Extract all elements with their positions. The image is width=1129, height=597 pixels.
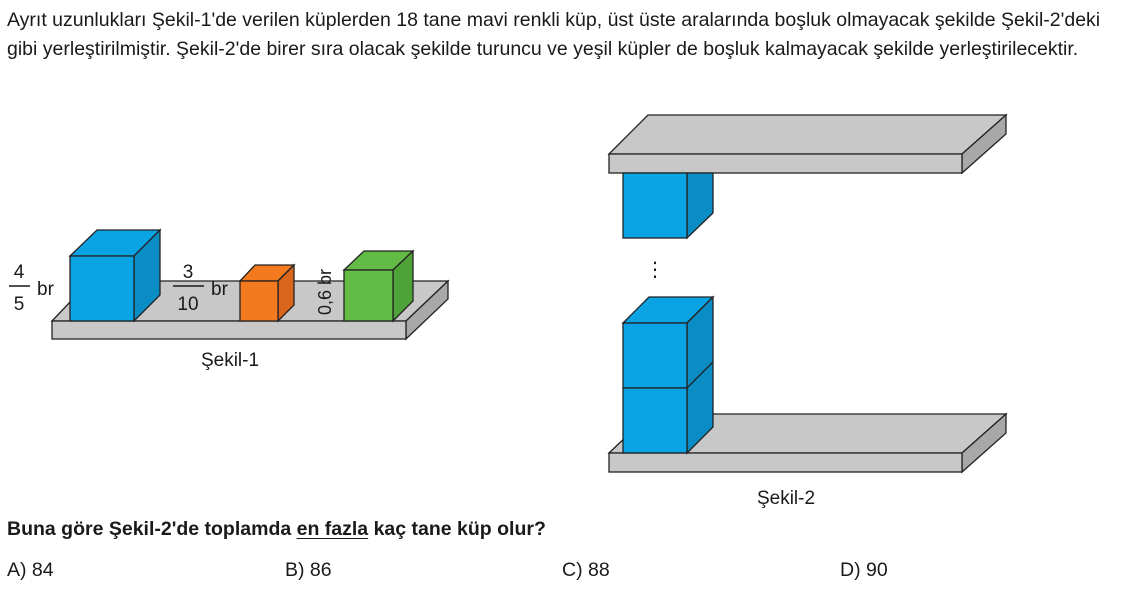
blue-label-numerator: 4 <box>14 262 25 283</box>
question-text: Buna göre Şekil-2'de toplamda en fazla k… <box>7 518 546 541</box>
blue-cube-upper <box>622 322 688 389</box>
blue-cube-lower <box>622 387 688 454</box>
green-cube-length-label: 0,6 br <box>315 269 335 315</box>
orange-label-numerator: 3 <box>183 262 194 283</box>
question-emphasis: en fazla <box>296 518 369 540</box>
question-before: Buna göre Şekil-2'de toplamda <box>7 518 297 540</box>
figure-1: 4 5 br 3 10 br 0,6 br Şekil-1 <box>9 228 450 371</box>
top-blue-cube <box>622 172 714 240</box>
option-a[interactable]: A) 84 <box>7 559 54 581</box>
orange-cube-length-label: 3 10 br <box>173 262 229 315</box>
option-c[interactable]: C) 88 <box>562 559 610 581</box>
green-cube <box>342 249 415 323</box>
figure-2: ⋮ Şekil-2 <box>607 113 1008 509</box>
option-b[interactable]: B) 86 <box>285 559 332 581</box>
blue-cube-length-label: 4 5 br <box>9 262 55 315</box>
orange-label-unit: br <box>211 279 229 300</box>
orange-cube <box>238 263 296 323</box>
blue-cube <box>68 228 162 323</box>
bottom-blue-cube-stack <box>621 295 715 455</box>
top-shelf-front <box>608 153 963 174</box>
option-d[interactable]: D) 90 <box>840 559 888 581</box>
top-shelf-top <box>607 114 1008 155</box>
blue-label-denominator: 5 <box>14 294 25 315</box>
orange-label-denominator: 10 <box>177 294 198 315</box>
continuation-dots: ⋮ <box>645 259 665 281</box>
figure-2-caption: Şekil-2 <box>757 488 815 509</box>
bottom-shelf-front <box>608 452 963 473</box>
problem-intro-text: Ayrıt uzunlukları Şekil-1'de verilen küp… <box>7 9 1101 60</box>
question-after: kaç tane küp olur? <box>368 518 546 540</box>
figure-1-platform-front <box>51 320 407 340</box>
blue-label-unit: br <box>37 279 55 300</box>
figure-1-caption: Şekil-1 <box>201 350 259 371</box>
